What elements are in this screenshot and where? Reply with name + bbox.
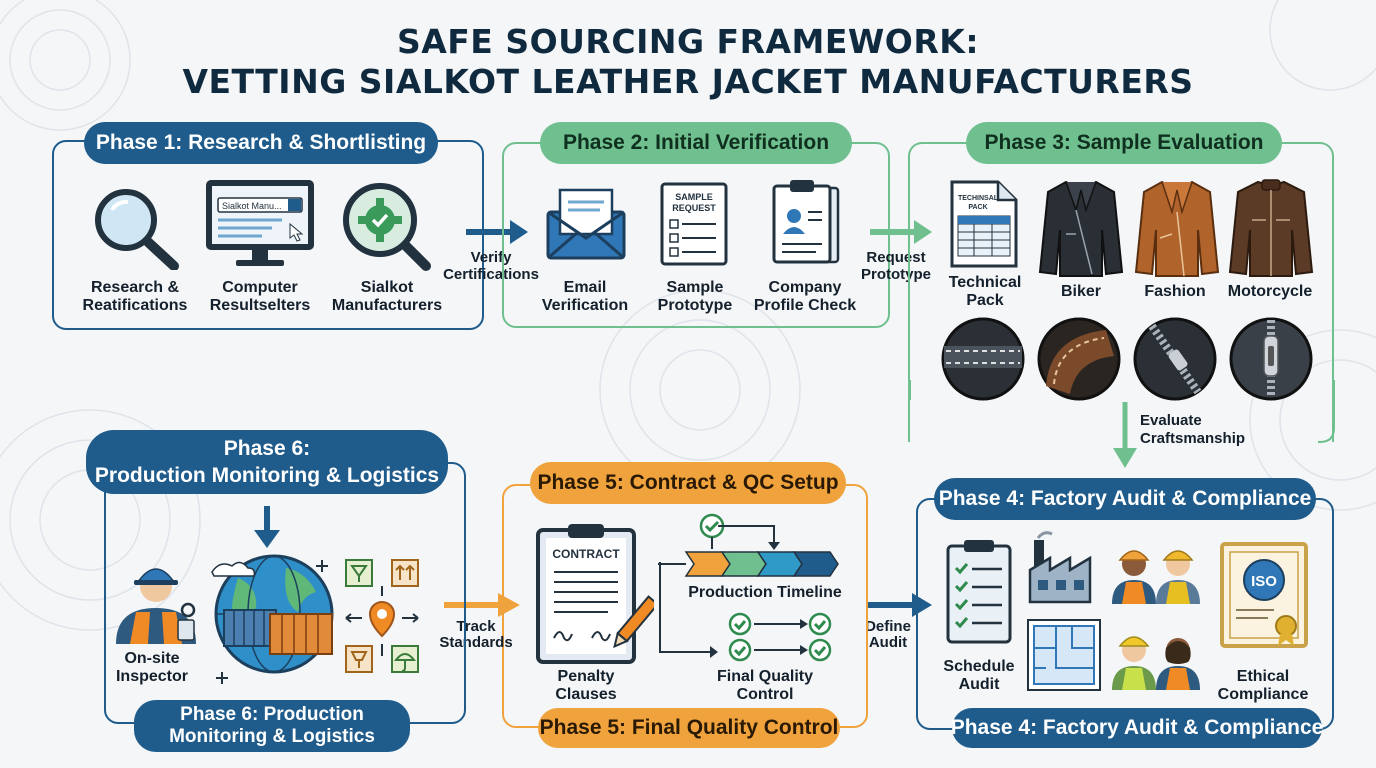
connector-p6-p5-label-2: Standards	[439, 634, 513, 651]
arrow-down-phase6	[254, 506, 280, 548]
contract-icon: CONTRACT	[536, 524, 654, 664]
connector-p1-p2-label-1: Verify	[470, 249, 512, 266]
phase4-item2-label-2: Compliance	[1217, 686, 1309, 703]
stitching-detail-icon	[941, 317, 1025, 401]
phase4-title: Phase 4: Factory Audit & Compliance	[934, 478, 1316, 520]
technical-pack-icon: TECHINSAL PACK	[950, 180, 1018, 268]
phase6-bottom-title: Phase 6: Production Monitoring & Logisti…	[134, 700, 410, 752]
phase1-item2-label-1: Computer	[222, 279, 298, 296]
phase6-title: Phase 6: Production Monitoring & Logisti…	[86, 430, 448, 494]
phase3-frame-bottom	[909, 380, 1335, 443]
shipping-symbols-icon	[345, 559, 419, 673]
phase1-item1-label-1: Research &	[90, 279, 180, 296]
phase2-item1-label-1: Email	[563, 279, 607, 296]
phase3-title: Phase 3: Sample Evaluation	[966, 122, 1282, 164]
tech-pack-text-2: PACK	[968, 204, 987, 211]
plus-icon	[316, 560, 328, 572]
phase4-bottom-title: Phase 4: Factory Audit & Compliance	[951, 708, 1323, 748]
phase6-title-line-1: Phase 6:	[223, 437, 311, 460]
timeline-icon	[658, 513, 839, 577]
phase6-bottom-title-line-1: Phase 6: Production	[180, 704, 364, 725]
phase5-item3-label-2: Control	[736, 686, 794, 703]
iso-certificate-icon: ISO	[1220, 542, 1308, 648]
phase2-item2-label-2: Prototype	[657, 297, 733, 314]
arrow-p1-to-p2	[466, 220, 528, 244]
phase3-item2-label: Biker	[1060, 283, 1102, 300]
phase6-title-line-2: Production Monitoring & Logistics	[94, 464, 440, 487]
connector-p2-p3-label-1: Request	[866, 249, 926, 266]
connector-p2-p3-label-2: Prototype	[860, 266, 931, 283]
phase2-item1-label-2: Verification	[541, 297, 629, 314]
phase4-item1-label-2: Audit	[958, 676, 1000, 693]
phase5-item1-label-1: Penalty	[557, 668, 615, 685]
phase6-item1-label-2: Inspector	[115, 668, 188, 685]
inspector-icon	[116, 568, 196, 644]
phase1-item2-label-2: Resultselters	[209, 297, 311, 314]
phase5-item3-label-1: Final Quality	[716, 668, 813, 685]
phase2-item3-label-1: Company	[768, 279, 842, 296]
phase2-item3-label-2: Profile Check	[753, 297, 857, 314]
magnifier-icon	[95, 189, 179, 270]
iso-text: ISO	[1251, 573, 1277, 590]
arrow-p6-to-p5	[444, 593, 520, 617]
zipper-detail-icon	[1133, 317, 1217, 401]
phase1-item3-label-1: Sialkot	[360, 279, 414, 296]
connector-p3-p4-label-1: Evaluate	[1140, 412, 1202, 429]
biker-jacket-icon	[1038, 180, 1124, 277]
phase5-bottom-title: Phase 5: Final Quality Control	[538, 708, 840, 748]
tech-pack-text-1: TECHINSAL	[958, 195, 999, 202]
phase5-item1-label-2: Clauses	[555, 686, 617, 703]
connector-p5-p4-label-2: Audit	[868, 634, 908, 651]
phase6-bottom-title-line-2: Monitoring & Logistics	[169, 726, 375, 747]
connector-p1-p2-label-2: Certifications	[443, 266, 539, 283]
page-title-line-1: SAFE SOURCING FRAMEWORK:	[396, 22, 980, 61]
phase3-item4-label: Motorcycle	[1227, 283, 1313, 300]
arrow-p3-to-p4	[1113, 402, 1137, 468]
computer-icon: Sialkot Manu...	[206, 180, 314, 266]
workers-icon	[1112, 550, 1200, 604]
sample-request-icon: SAMPLE REQUEST	[660, 182, 728, 266]
phase1-item1-label-2: Reatifications	[82, 297, 188, 314]
phase3-item1-label-2: Pack	[966, 292, 1004, 309]
phase2-title: Phase 2: Initial Verification	[540, 122, 852, 164]
sample-doc-text-2: REQUEST	[672, 203, 716, 213]
phase6-item1-label-1: On-site	[124, 650, 180, 667]
page-title-line-2: VETTING SIALKOT LEATHER JACKET MANUFACTU…	[182, 62, 1194, 101]
leather-edge-detail-icon	[1037, 317, 1121, 401]
sample-doc-text-1: SAMPLE	[675, 192, 713, 202]
connector-p3-p4-label-2: Craftsmanship	[1140, 430, 1246, 447]
envelope-icon	[546, 188, 626, 260]
clipboard-profile-icon	[772, 180, 840, 264]
computer-search-text: Sialkot Manu...	[222, 201, 282, 211]
floorplan-icon	[1027, 619, 1101, 691]
workers-group-icon	[1112, 636, 1200, 690]
phase3-item1-label-1: Technical	[948, 274, 1022, 291]
phase3-item3-label: Fashion	[1144, 283, 1206, 300]
phase5-item2-label: Production Timeline	[688, 584, 842, 601]
phase1-title: Phase 1: Research & Shortlisting	[84, 122, 438, 164]
gear-magnifier-icon	[343, 183, 431, 271]
phase4-item1-label-1: Schedule	[943, 658, 1015, 675]
checklist-arrows-icon	[659, 562, 832, 662]
fashion-jacket-icon	[1134, 180, 1220, 277]
phase5-title: Phase 5: Contract & QC Setup	[530, 462, 846, 504]
connector-p6-p5-label-1: Track	[456, 618, 496, 635]
motorcycle-jacket-icon	[1228, 179, 1314, 277]
globe-containers-icon	[211, 554, 334, 674]
phase4-item2-label-1: Ethical	[1236, 668, 1290, 685]
factory-icon	[1028, 531, 1092, 604]
audit-checklist-icon	[946, 540, 1012, 644]
zipper-pull-detail-icon	[1229, 317, 1313, 401]
contract-doc-text: CONTRACT	[552, 547, 620, 561]
arrow-p5-to-p4	[866, 593, 932, 617]
connector-p5-p4-label-1: Define	[865, 618, 911, 635]
phase2-item2-label-1: Sample	[666, 279, 724, 296]
plus-icon-2	[216, 672, 228, 684]
phase1-item3-label-2: Manufacturers	[331, 297, 443, 314]
